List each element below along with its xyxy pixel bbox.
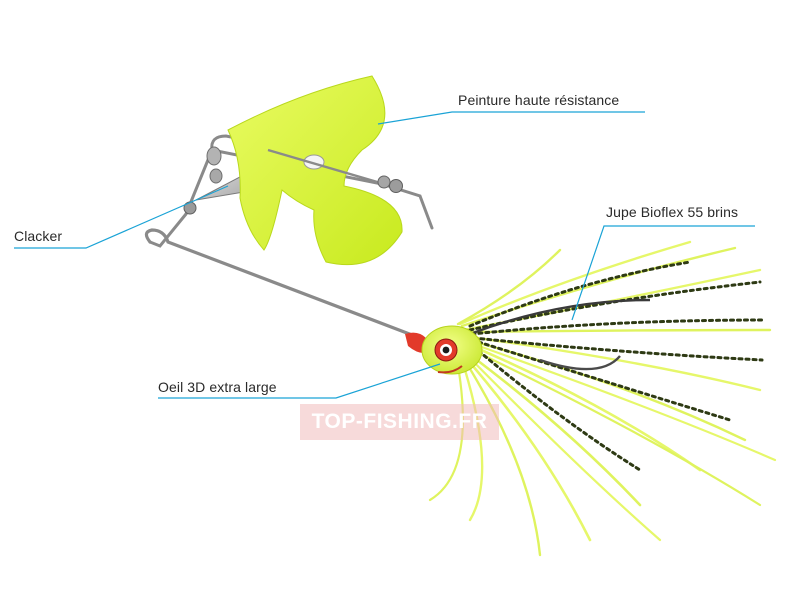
callout-label-paint: Peinture haute résistance [458,92,620,108]
callout-lines [14,111,755,399]
lure-head [405,325,483,375]
callout-line-paint [377,111,645,125]
skirt [428,240,777,557]
callout-label-eye: Oeil 3D extra large [158,379,277,395]
watermark-text: TOP-FISHING.FR [311,410,488,433]
buzz-blade [227,75,403,266]
callout-line-skirt [571,225,755,321]
callout-line-clacker [14,185,229,249]
callout-label-skirt: Jupe Bioflex 55 brins [606,204,739,220]
wire-beads [183,146,403,215]
callout-label-clacker: Clacker [14,228,63,244]
watermark-logo: TOP-FISHING.FR [300,404,499,440]
callout-line-eye [158,363,441,399]
